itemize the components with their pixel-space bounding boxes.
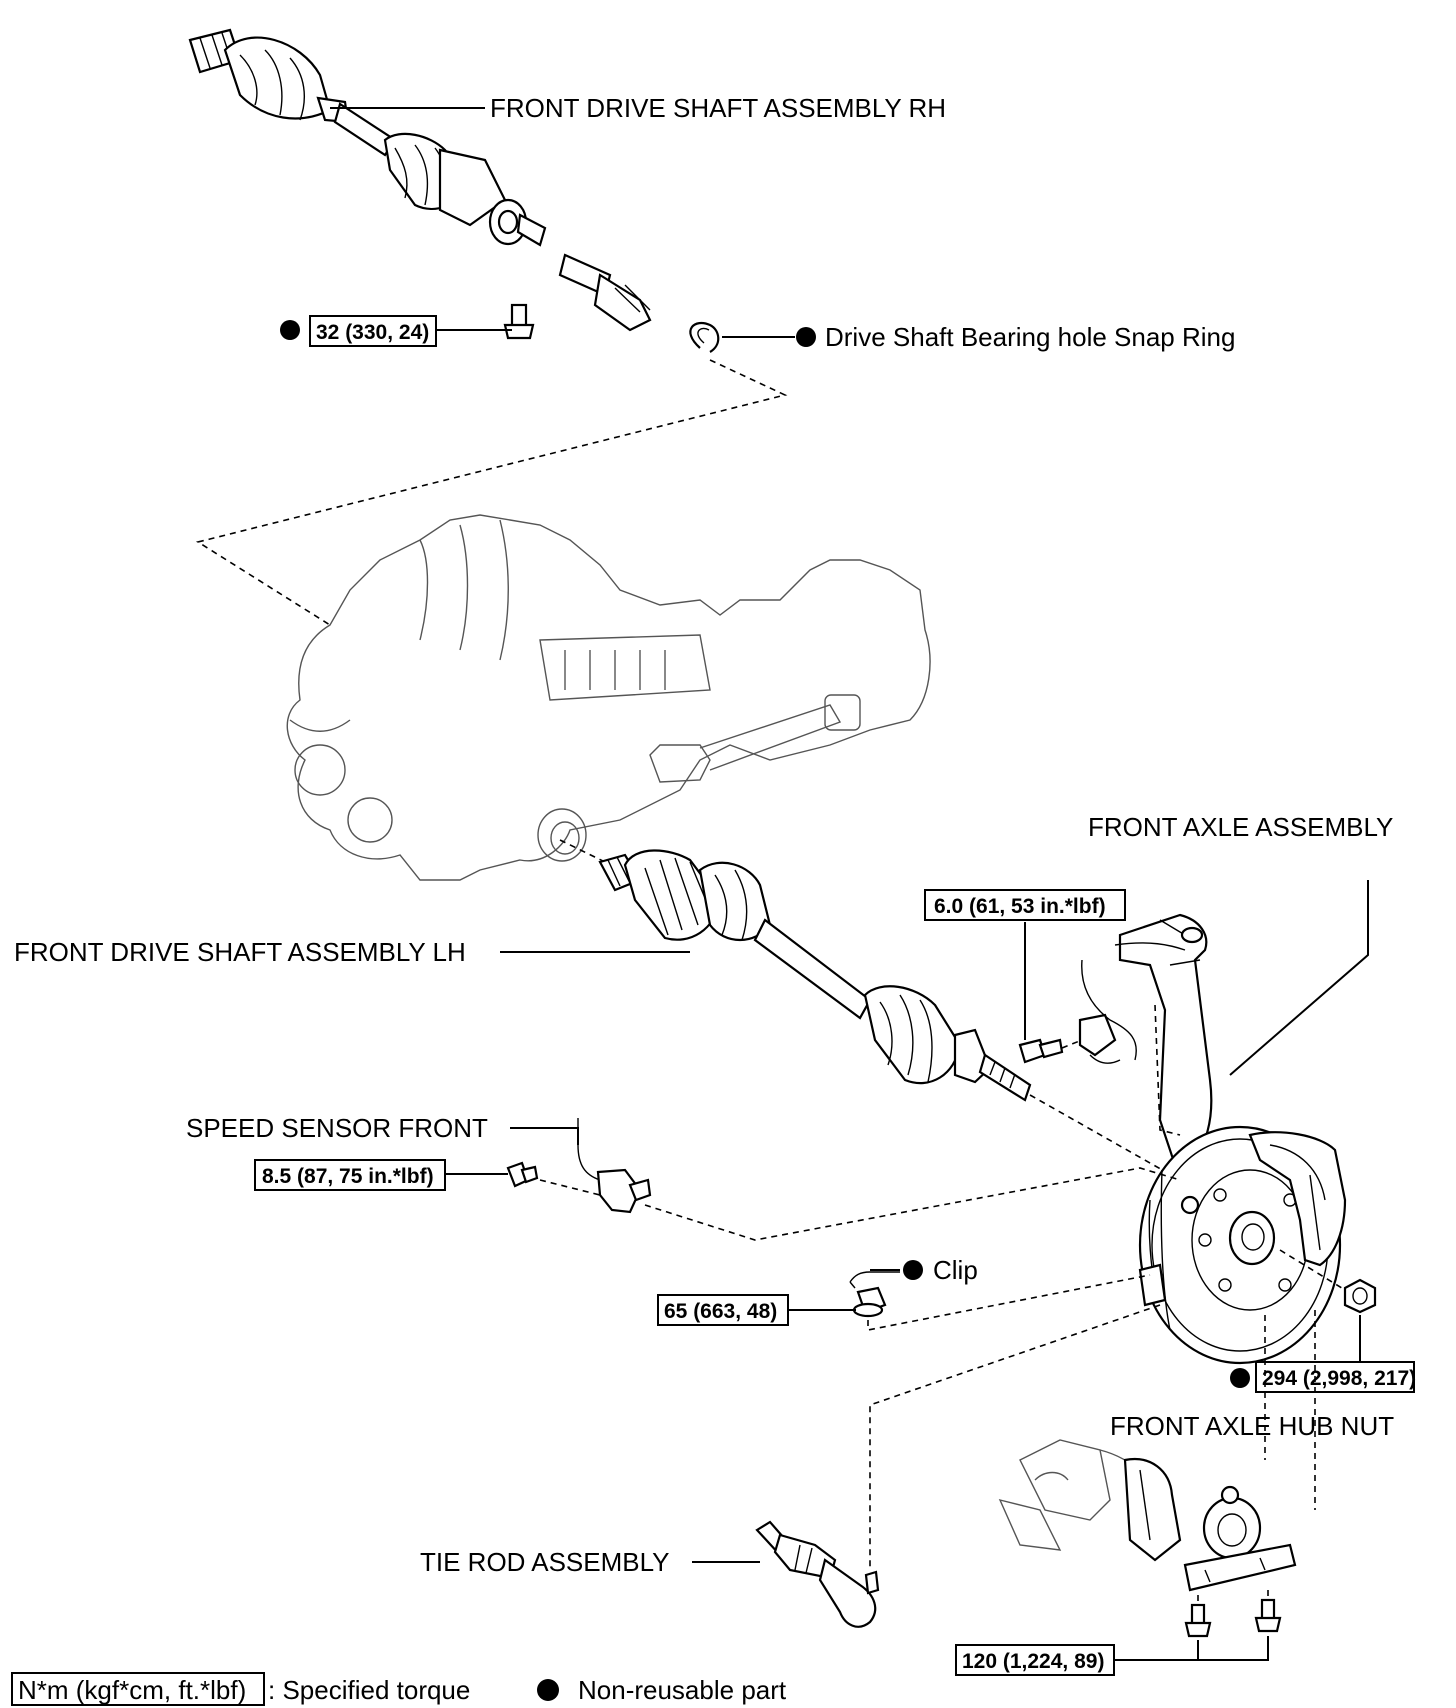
snap-ring-label: Drive Shaft Bearing hole Snap Ring [825, 322, 1235, 352]
lower-ball-joint-drawing [1123, 1457, 1297, 1592]
torque-box-tie-rod-nut [657, 1294, 789, 1326]
clip-drawing [849, 1271, 900, 1289]
torque-lower-arm-bolts: 120 (1,224, 89) [962, 1650, 1104, 1673]
legend-nonreusable-dot-icon [537, 1679, 559, 1701]
torque-hub-nut: 294 (2,998, 217) [1262, 1367, 1416, 1390]
torque-rh-bolt: 32 (330, 24) [316, 321, 429, 344]
tie-rod-nut-drawing [852, 1286, 887, 1318]
torque-axle-bolt: 6.0 (61, 53 in.*lbf) [934, 895, 1106, 918]
speed-sensor-front-label: SPEED SENSOR FRONT [186, 1113, 488, 1143]
front-drive-shaft-lh-label: FRONT DRIVE SHAFT ASSEMBLY LH [14, 937, 466, 967]
transaxle-ghost-drawing [286, 514, 931, 881]
tie-rod-assembly-drawing [755, 1520, 880, 1628]
torque-box-sensor-bolt [254, 1159, 446, 1191]
torque-box-lower-arm-bolts [955, 1644, 1115, 1676]
torque-sensor-bolt: 8.5 (87, 75 in.*lbf) [262, 1165, 434, 1188]
front-axle-assembly-label: FRONT AXLE ASSEMBLY [1088, 812, 1393, 842]
front-axle-hub-nut-label: FRONT AXLE HUB NUT [1110, 1411, 1394, 1441]
front-axle-assembly-drawing [1078, 913, 1347, 1365]
torque-tie-rod-nut: 65 (663, 48) [664, 1300, 777, 1323]
torque-box-rh-bolt [309, 315, 437, 347]
tie-rod-assembly-label: TIE ROD ASSEMBLY [420, 1547, 669, 1577]
legend-nonreusable-desc: Non-reusable part [578, 1675, 787, 1705]
nonreusable-dot-icon [903, 1260, 923, 1280]
legend-torque-desc: : Specified torque [268, 1675, 470, 1705]
sensor-bolt-drawing [506, 1161, 539, 1188]
speed-sensor-front-drawing [577, 1118, 652, 1214]
front-drive-shaft-lh-drawing [598, 849, 1032, 1102]
rh-bolt-drawing [503, 303, 535, 340]
front-axle-hub-nut-drawing [1343, 1278, 1377, 1314]
legend: N*m (kgf*cm, ft.*lbf) : Specified torque… [11, 1672, 787, 1706]
legend-torque-box [11, 1672, 265, 1706]
nonreusable-dot-icon [1230, 1368, 1250, 1388]
clip-label: Clip [933, 1255, 978, 1285]
front-drive-shaft-rh-label: FRONT DRIVE SHAFT ASSEMBLY RH [490, 93, 946, 123]
torque-box-axle-bolt [924, 889, 1126, 921]
torque-box-hub-nut [1255, 1361, 1415, 1393]
front-drive-shaft-rh-drawing [188, 28, 652, 332]
snap-ring-drawing [689, 322, 720, 353]
legend-torque-unit: N*m (kgf*cm, ft.*lbf) [18, 1675, 246, 1705]
nonreusable-dot-icon [280, 320, 300, 340]
nonreusable-dot-icon [796, 327, 816, 347]
lower-arm-bolts-drawing [1184, 1598, 1282, 1638]
axle-bolt-drawing [1018, 1038, 1064, 1064]
